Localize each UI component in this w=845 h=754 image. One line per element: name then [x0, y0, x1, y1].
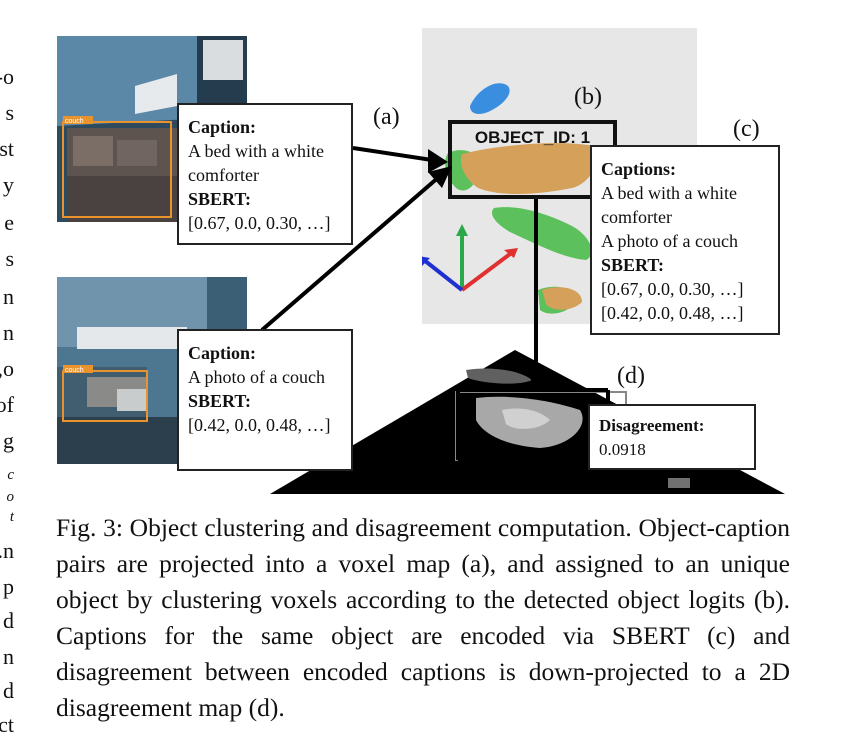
left-column-fragment: d: [3, 678, 14, 703]
left-column-fragment: n: [3, 284, 14, 309]
left-column-fragment: g: [3, 428, 14, 453]
left-column-fragment: y: [3, 172, 14, 197]
left-column-fragment: st: [0, 136, 14, 161]
object-id-label: OBJECT_ID: 1: [474, 128, 591, 147]
left-column-fragment: n.: [0, 538, 14, 563]
sbert-vector: [0.67, 0.0, 0.30, …]: [601, 279, 744, 299]
caption-box-b: Caption: A photo of a couch SBERT: [0.42…: [177, 329, 353, 471]
left-column-fragment: o-: [0, 64, 14, 89]
panel-label-d: (d): [617, 363, 645, 389]
left-column-fragment: of: [0, 392, 14, 417]
left-column-fragment: c: [7, 467, 14, 483]
left-column-fragment: n: [3, 644, 14, 669]
voxel-map-image: [418, 83, 597, 314]
caption-line: A bed with a white: [601, 183, 737, 203]
caption-heading: Caption:: [188, 343, 257, 363]
sbert-heading: SBERT:: [188, 391, 252, 411]
left-column-fragment: d: [3, 608, 14, 633]
caption-line: A bed with a white: [188, 141, 324, 161]
caption-heading: Caption:: [188, 117, 257, 137]
caption-box-a: Caption: A bed with a white comforter SB…: [177, 103, 353, 245]
arrow-head: [525, 368, 547, 390]
left-column-fragment: ct: [0, 712, 14, 737]
detection-label-b: couch: [65, 367, 84, 374]
sbert-heading: SBERT:: [601, 255, 665, 275]
left-column-fragment: o: [6, 489, 15, 505]
left-column-fragment: t: [9, 509, 14, 525]
panel-label-c: (c): [733, 116, 760, 142]
panel-label-b: (b): [574, 84, 602, 110]
sbert-vector: [0.67, 0.0, 0.30, …]: [188, 213, 331, 233]
caption-line: comforter: [188, 165, 259, 185]
figure-caption: Fig. 3: Object clustering and disagreeme…: [56, 513, 790, 722]
sbert-heading: SBERT:: [188, 189, 252, 209]
left-column-fragment: n: [3, 320, 14, 345]
left-column-fragment: s: [5, 246, 14, 271]
caption-line: A photo of a couch: [601, 231, 738, 251]
left-column-fragment: e: [4, 210, 14, 235]
sbert-vector: [0.42, 0.0, 0.48, …]: [188, 415, 331, 435]
arrow-head: [428, 166, 452, 188]
left-column-fragment: s: [5, 100, 14, 125]
left-column-fragment: o,: [0, 356, 14, 381]
caption-line: comforter: [601, 207, 672, 227]
disagreement-box: Disagreement: 0.0918: [588, 404, 756, 470]
caption-line: A photo of a couch: [188, 367, 325, 387]
arrow-head: [428, 149, 448, 173]
panel-label-a: (a): [373, 104, 400, 130]
disagreement-heading: Disagreement:: [599, 416, 705, 435]
captions-heading: Captions:: [601, 159, 677, 179]
captions-box-c: Captions: A bed with a white comforter A…: [590, 145, 780, 335]
disagreement-value: 0.0918: [599, 440, 646, 459]
sbert-vector: [0.42, 0.0, 0.48, …]: [601, 303, 744, 323]
left-column-fragment: p: [3, 574, 14, 599]
detection-label-a: couch: [65, 118, 84, 125]
